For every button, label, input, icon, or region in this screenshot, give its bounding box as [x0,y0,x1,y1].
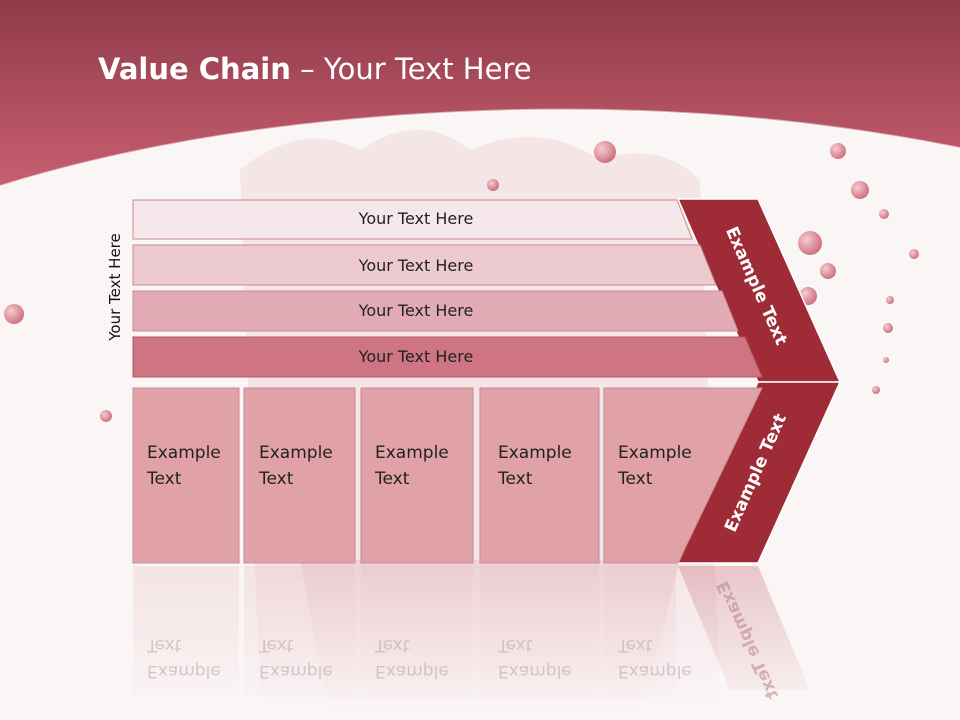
droplets [4,141,919,422]
bar-3-text: Your Text Here [358,301,474,320]
bar-4-text: Your Text Here [358,347,474,366]
cell-5-reflection: Example Text [618,632,692,684]
cell-4-line2: Text [498,469,533,489]
cell-3-reflection-line1: Example [375,661,449,681]
bar-2 [132,244,717,286]
title-bold: Value Chain [98,52,291,86]
cell-1-reflection-line2: Text [147,635,182,655]
bar-1 [132,199,693,240]
cell-2-reflection-line2: Text [259,635,294,655]
bar-2-text: Your Text Here [358,256,474,275]
cell-3-line1: Example [375,443,449,463]
cell-3 [360,387,474,564]
title-rest: – Your Text Here [290,52,532,86]
cell-4-reflection: Example Text [498,632,572,684]
cell-4-line1: Example [498,443,572,463]
cell-2-line1: Example [259,443,333,463]
header-band [0,0,960,186]
bar-3 [132,290,739,332]
cell-4-reflection-line2: Text [498,635,533,655]
cell-2-line2: Text [259,469,294,489]
cell-5-reflection-line1: Example [618,661,692,681]
cell-5-reflection-line2: Text [618,635,653,655]
bar-4 [132,336,763,378]
cell-2-reflection-line1: Example [259,661,333,681]
cell-2 [243,387,356,564]
cell-3-reflection-line2: Text [375,635,410,655]
cell-1-text: Example Text [147,440,221,492]
page-title: Value Chain – Your Text Here [98,52,532,86]
cell-1 [132,387,240,564]
side-label: Your Text Here [106,233,124,341]
cell-2-reflection: Example Text [259,632,333,684]
cell-1-reflection-line1: Example [147,661,221,681]
cell-1-reflection: Example Text [147,632,221,684]
cell-3-reflection: Example Text [375,632,449,684]
cell-3-text: Example Text [375,440,449,492]
cell-2-text: Example Text [259,440,333,492]
reflection-fade [0,560,960,720]
cell-4 [479,387,600,564]
cell-3-line2: Text [375,469,410,489]
cell-4-reflection-line1: Example [498,661,572,681]
bar-1-text: Your Text Here [358,209,474,228]
cell-4-text: Example Text [498,440,572,492]
cell-5-line1: Example [618,443,692,463]
cell-1-line2: Text [147,469,182,489]
header-curve [0,108,960,187]
cell-5-text: Example Text [618,440,692,492]
cell-5-line2: Text [618,469,653,489]
cell-1-line1: Example [147,443,221,463]
